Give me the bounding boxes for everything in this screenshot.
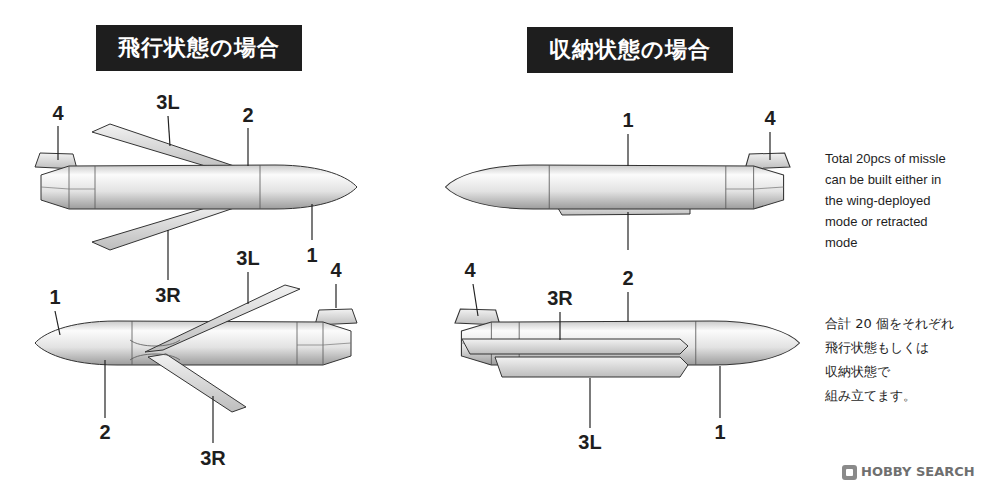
pivot-fairing (130, 340, 180, 360)
leader-line (167, 230, 168, 280)
wing (495, 357, 688, 377)
callout-number: 2 (622, 268, 633, 288)
callout-number: 4 (764, 108, 775, 128)
leader-line (719, 366, 720, 418)
callout-number: 4 (464, 260, 475, 280)
leader-line (627, 292, 628, 322)
leader-line (473, 284, 478, 316)
leader-line (104, 360, 105, 418)
leader-line (589, 378, 590, 428)
wing (148, 354, 246, 412)
leader-line (559, 312, 560, 340)
heading-text: 収納状態の場合 (549, 35, 711, 65)
callout-number: 4 (52, 103, 63, 123)
leader-line (247, 272, 248, 304)
callout-number: 4 (330, 260, 341, 280)
callout-number: 1 (622, 110, 633, 130)
leader-line (247, 128, 248, 166)
watermark-logo (842, 465, 857, 480)
leader-line (311, 204, 312, 240)
heading-text: 飛行状態の場合 (118, 33, 280, 63)
leader-line (335, 284, 336, 308)
leader-line (55, 311, 60, 335)
callout-number: 1 (714, 422, 725, 442)
callout-number: 3L (156, 92, 179, 112)
wing (462, 339, 688, 354)
note-text: Total 20pcs of missle can be built eithe… (825, 148, 963, 253)
callout-number: 3L (578, 432, 601, 452)
heading-box: 収納状態の場合 (527, 27, 733, 73)
callout-number: 3R (200, 448, 226, 468)
leader-line (212, 396, 213, 443)
callout-number: 3L (236, 248, 259, 268)
leader-line (57, 126, 58, 160)
missile (35, 309, 357, 365)
callout-number: 3R (155, 285, 181, 305)
leader-lines (55, 116, 770, 443)
leader-line (627, 212, 628, 250)
wing (145, 285, 300, 352)
wing (92, 124, 240, 171)
leader-line (627, 134, 628, 166)
callout-number: 2 (99, 422, 110, 442)
missile (35, 153, 357, 209)
watermark-logo (846, 469, 853, 476)
missile (445, 153, 790, 209)
callout-number: 1 (49, 287, 60, 307)
callout-number: 2 (242, 105, 253, 125)
note-text: 合計 20 個をそれぞれ 飛行状態もしくは 収納状態で 組み立てます。 (825, 312, 975, 408)
callout-number: 3R (547, 288, 573, 308)
wing (92, 203, 240, 250)
callout-number: 1 (306, 245, 317, 265)
leader-line (168, 116, 170, 146)
heading-box: 飛行状態の場合 (96, 25, 302, 71)
leader-line (769, 132, 770, 160)
watermark: HOBBY SEARCH (861, 464, 975, 479)
